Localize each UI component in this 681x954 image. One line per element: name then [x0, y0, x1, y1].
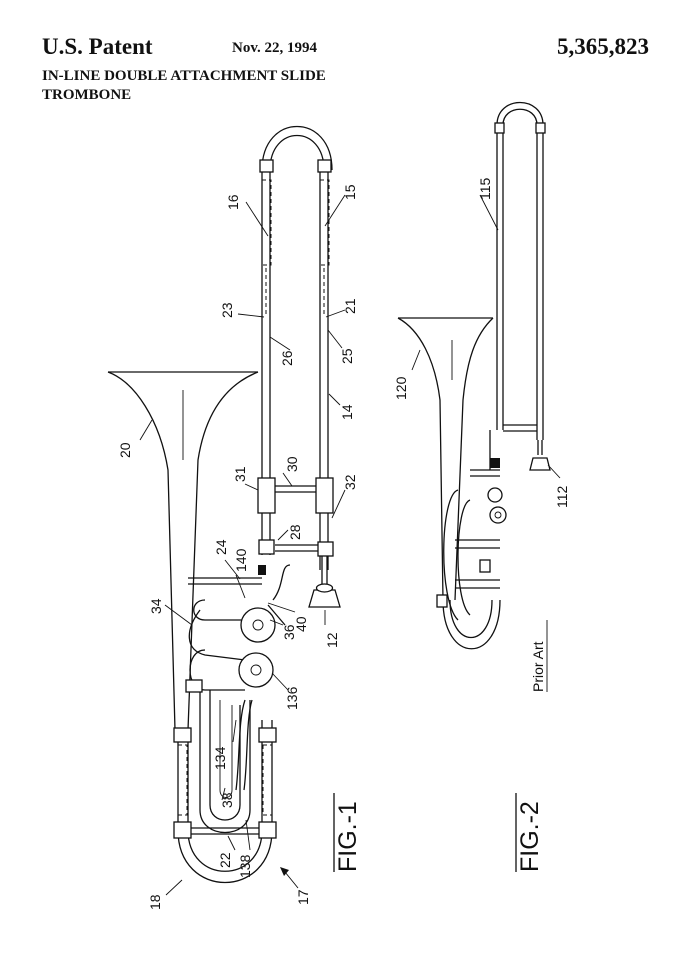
fig1-label-38: 38 [219, 792, 235, 808]
fig2-label-120: 120 [393, 376, 409, 400]
fig1-label-20: 20 [117, 442, 133, 458]
fig2-drawing: 115 120 112 Prior Art FIG.-2 [393, 102, 570, 872]
fig1-label-23: 23 [219, 302, 235, 318]
fig1-label-22: 22 [217, 852, 233, 868]
fig1-label-32: 32 [342, 474, 358, 490]
patent-date: Nov. 22, 1994 [232, 40, 318, 56]
fig1-label-26: 26 [279, 350, 295, 366]
patent-title: IN-LINE DOUBLE ATTACHMENT SLIDE TROMBONE [42, 67, 422, 105]
fig1-label-18: 18 [147, 894, 163, 910]
fig1-label-24: 24 [213, 539, 229, 555]
fig1-label-30: 30 [284, 456, 300, 472]
fig2-label-112: 112 [554, 485, 570, 508]
fig1-label-12: 12 [324, 632, 340, 648]
title-line-1: IN-LINE DOUBLE ATTACHMENT SLIDE [42, 68, 326, 84]
fig2-caption: FIG.-2 [516, 801, 544, 872]
fig1-label-134: 134 [212, 746, 228, 770]
fig1-caption: FIG.-1 [334, 801, 362, 872]
fig1-label-40: 40 [293, 616, 309, 632]
fig1-label-138: 138 [237, 854, 253, 878]
fig1-label-21: 21 [342, 298, 358, 314]
patent-label: U.S. Patent [42, 34, 153, 59]
patent-number: 5,365,823 [557, 34, 649, 59]
fig1-drawing: 16 15 23 21 26 25 14 20 30 31 32 28 24 1… [107, 125, 362, 910]
fig1-label-14: 14 [339, 404, 355, 420]
fig2-label-115: 115 [477, 177, 493, 200]
fig1-label-16: 16 [225, 194, 241, 210]
fig1-label-17: 17 [295, 889, 311, 905]
fig1-label-34: 34 [148, 598, 164, 614]
fig1-label-25: 25 [339, 348, 355, 364]
fig1-label-15: 15 [342, 184, 358, 200]
fig1-label-136: 136 [284, 686, 300, 710]
fig1-label-31: 31 [232, 466, 248, 482]
title-line-2: TROMBONE [42, 87, 132, 103]
fig1-label-36: 36 [281, 624, 297, 640]
fig1-label-140: 140 [233, 548, 249, 572]
fig1-label-28: 28 [287, 524, 303, 540]
fig2-prior-art: Prior Art [530, 641, 546, 692]
